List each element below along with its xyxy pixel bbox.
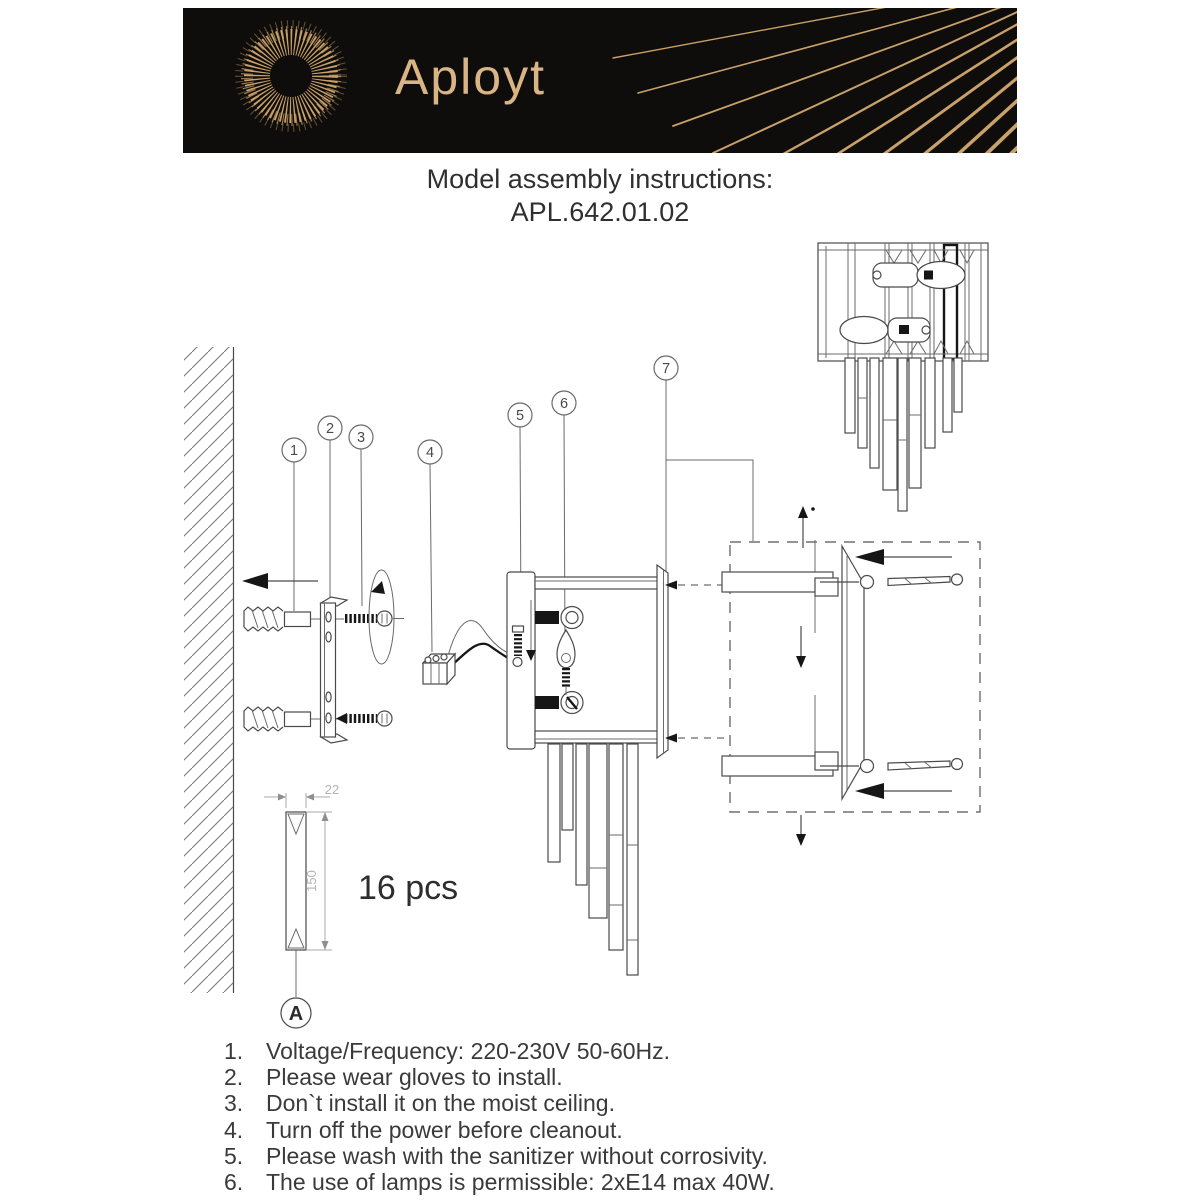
lamp-socket-bottom [535,690,584,715]
brand-banner: Aployt [183,8,1017,153]
item-text: Turn off the power before cleanout. [266,1116,623,1143]
mounting-screw-top [345,569,394,665]
wall-anchor-top [243,606,312,632]
bulb-plan-top [872,260,966,290]
svg-text:7: 7 [662,361,670,377]
height-dimension: 150 [304,870,319,892]
wall-section [184,347,235,993]
page-title: Model assembly instructions: [426,164,774,194]
assembled-lamp-view [817,242,989,512]
title-block: Model assembly instructions: APL.642.01.… [0,163,1200,229]
instruction-item: 5. Please wash with the sanitizer withou… [224,1143,775,1169]
svg-text:4: 4 [426,445,434,461]
width-dimension: 22 [325,782,339,797]
brand-name: Aployt [395,49,546,105]
fixing-screw [511,600,536,668]
sunray-lines-icon [612,8,1017,153]
item-text: Please wash with the sanitizer without c… [266,1142,768,1169]
svg-text:2: 2 [326,421,334,437]
assembled-crystal-rods [844,357,963,512]
item-number: 4. [224,1116,244,1143]
candle-bulb [556,628,576,695]
callout-4: 4 [417,439,443,653]
attachment-detail-box [721,506,981,846]
bulb-plan-bottom [839,315,931,345]
mounting-screw-bottom [336,711,392,726]
banner-art [235,8,1017,153]
instruction-item: 2. Please wear gloves to install. [224,1064,775,1090]
lamp-socket-top [535,605,584,630]
instruction-item: 3. Don`t install it on the moist ceiling… [224,1090,775,1116]
item-text: Please wear gloves to install. [266,1064,563,1091]
terminal-block [421,620,509,686]
instruction-item: 6. The use of lamps is permissible: 2xE1… [224,1169,775,1195]
callout-3: 3 [348,424,374,607]
callout-1: 1 [281,437,307,611]
mounting-bracket [319,596,349,744]
wall-anchor-bottom [243,706,312,732]
callout-7: 7 [653,355,754,577]
item-number: 3. [224,1090,244,1117]
instruction-item: 4. Turn off the power before cleanout. [224,1117,775,1143]
instructions-list: 1. Voltage/Frequency: 220-230V 50-60Hz. … [224,1038,775,1195]
item-number: 1. [224,1038,244,1064]
instruction-item: 1. Voltage/Frequency: 220-230V 50-60Hz. [224,1038,775,1064]
lamp-body [506,563,728,976]
svg-text:3: 3 [357,430,365,446]
crystal-rods [547,743,639,976]
item-number: 2. [224,1064,244,1091]
svg-text:1: 1 [290,443,298,459]
svg-text:6: 6 [560,396,568,412]
item-number: 6. [224,1169,244,1196]
item-number: 5. [224,1142,244,1169]
callout-2: 2 [317,415,343,601]
insert-direction-arrow [242,573,318,589]
model-number: APL.642.01.02 [510,197,690,227]
svg-text:5: 5 [516,408,524,424]
item-text: Don`t install it on the moist ceiling. [266,1090,615,1117]
item-text: Voltage/Frequency: 220-230V 50-60Hz. [266,1038,671,1064]
crystal-rod-detail: 22 150 16 pcs A [264,782,458,1029]
item-text: The use of lamps is permissible: 2xE14 m… [266,1169,775,1196]
quantity-label: 16 pcs [358,869,458,907]
detail-a-label: A [289,1003,303,1025]
starburst-icon [235,20,347,132]
facet-triangles [885,249,975,355]
